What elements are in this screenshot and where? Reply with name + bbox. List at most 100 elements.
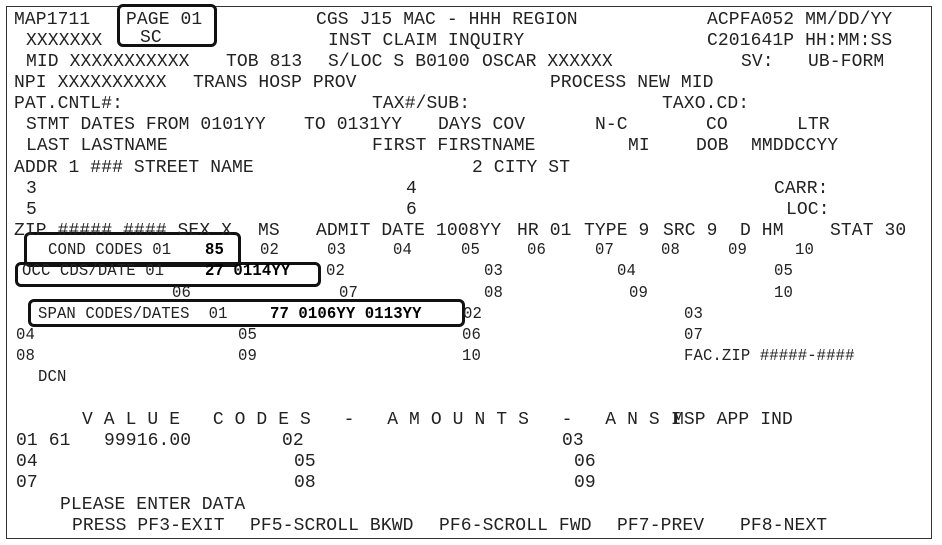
last-name: LAST LASTNAME: [26, 136, 168, 156]
mid-field: MID XXXXXXXXXXX: [26, 52, 190, 72]
span-codes-highlight-box: [28, 299, 465, 327]
occ-code-slot: 09: [629, 284, 648, 303]
span-code-slot: 09: [238, 347, 257, 366]
status-field: STAT 30: [830, 221, 907, 241]
pf8-next-key[interactable]: PF8-NEXT: [740, 516, 828, 536]
occ-code-01[interactable]: 27 0114YY: [205, 262, 291, 281]
span-code-slot: 08: [16, 347, 35, 366]
process-status: PROCESS NEW MID: [550, 73, 714, 93]
address-line-4: 4: [406, 179, 417, 199]
d-field: D HM: [740, 221, 784, 241]
occ-code-slot: 08: [484, 284, 503, 303]
span-code-slot: 06: [462, 326, 481, 345]
occ-code-slot: 06: [172, 284, 191, 303]
value-amount-01[interactable]: 99916.00: [104, 431, 192, 451]
span-code-slot: 03: [684, 305, 703, 324]
span-codes-label: SPAN CODES/DATES 01: [38, 305, 228, 324]
ms-field: MS: [258, 221, 280, 241]
loc-label: LOC:: [786, 200, 830, 220]
npi-field: NPI XXXXXXXXXX: [14, 73, 167, 93]
cond-code-slot: 03: [327, 241, 346, 260]
value-code-slot: 06: [574, 452, 596, 472]
address-line-5: 5: [26, 200, 37, 220]
page-highlight-box: [117, 4, 217, 47]
screen-title: INST CLAIM INQUIRY: [328, 31, 525, 51]
span-code-01[interactable]: 77 0106YY 0113YY: [270, 305, 422, 324]
page-number: PAGE 01: [126, 10, 203, 30]
dob-value: MMDDCCYY: [751, 136, 839, 156]
value-code-slot: 08: [294, 473, 316, 493]
occ-code-slot: 05: [774, 262, 793, 281]
days-cov: DAYS COV: [438, 115, 526, 135]
occ-code-slot: 03: [484, 262, 503, 281]
sv-value[interactable]: UB-FORM: [808, 52, 885, 72]
stmt-to: TO 0131YY: [304, 115, 403, 135]
tob-field: TOB 813: [226, 52, 303, 72]
terminal-time: C201641P HH:MM:SS: [707, 31, 893, 51]
cond-codes-highlight-box: [24, 232, 241, 267]
zip-sex: ZIP ##### #### SEX X: [14, 221, 233, 241]
value-code-slot: 09: [574, 473, 596, 493]
admit-date: ADMIT DATE 1008YY: [316, 221, 502, 241]
pf3-exit-key[interactable]: PRESS PF3-EXIT: [72, 516, 225, 536]
region-title: CGS J15 MAC - HHH REGION: [316, 10, 578, 30]
cond-code-slot: 04: [393, 241, 412, 260]
occ-code-slot: 02: [326, 262, 345, 281]
taxo-cd-label: TAXO.CD:: [662, 94, 750, 114]
pf5-scroll-back-key[interactable]: PF5-SCROLL BKWD: [250, 516, 414, 536]
occ-codes-label: OCC CDS/DATE 01: [22, 262, 165, 281]
span-code-slot: 05: [238, 326, 257, 345]
address-line-1: ADDR 1 ### STREET NAME: [14, 158, 254, 178]
address-line-6: 6: [406, 200, 417, 220]
dob-label: DOB: [696, 136, 729, 156]
value-code-slot: 07: [16, 473, 38, 493]
carr-label: CARR:: [774, 179, 829, 199]
value-code-slot: 02: [282, 431, 304, 451]
cond-code-slot: 07: [595, 241, 614, 260]
cond-code-slot: 02: [260, 241, 279, 260]
value-code-slot: 04: [16, 452, 38, 472]
admit-type: TYPE 9: [584, 221, 650, 241]
map-id: MAP1711: [14, 10, 91, 30]
sloc-field: S/LOC S B0100: [328, 52, 470, 72]
msp-app-ind: MSP APP IND: [673, 410, 793, 430]
cond-code-slot: 06: [527, 241, 546, 260]
cond-code-slot: 09: [728, 241, 747, 260]
occ-code-slot: 10: [774, 284, 793, 303]
span-code-slot: 02: [463, 305, 482, 324]
pf6-scroll-forward-key[interactable]: PF6-SCROLL FWD: [439, 516, 592, 536]
admit-source: SRC 9: [663, 221, 718, 241]
first-name: FIRST FIRSTNAME: [372, 136, 536, 156]
pat-cntl-label: PAT.CNTL#:: [14, 94, 124, 114]
non-covered: N-C: [595, 115, 628, 135]
user-id: XXXXXXX: [26, 31, 103, 51]
occ-code-slot: 04: [617, 262, 636, 281]
dcn-label: DCN: [38, 368, 67, 387]
status-message: PLEASE ENTER DATA: [60, 495, 246, 515]
sc-field: SC: [140, 28, 162, 48]
cond-code-slot: 10: [795, 241, 814, 260]
cond-code-slot: 05: [461, 241, 480, 260]
pf7-prev-key[interactable]: PF7-PREV: [617, 516, 705, 536]
span-code-slot: 04: [16, 326, 35, 345]
value-codes-title: V A L U E C O D E S - A M O U N T S - A …: [82, 410, 682, 430]
cond-codes-label: COND CODES 01: [48, 241, 172, 260]
stmt-from: STMT DATES FROM 0101YY: [26, 115, 266, 135]
occ-code-slot: 07: [339, 284, 358, 303]
terminal-frame: [6, 6, 932, 539]
value-code-slot: 03: [562, 431, 584, 451]
address-line-2: 2 CITY ST: [472, 158, 571, 178]
facility-zip: FAC.ZIP #####-####: [684, 347, 855, 366]
co-field: CO: [706, 115, 728, 135]
provider-type: TRANS HOSP PROV: [193, 73, 357, 93]
admit-hour: HR 01: [517, 221, 572, 241]
cond-code-01[interactable]: 85: [205, 241, 224, 260]
occ-codes-highlight-box: [15, 262, 321, 287]
middle-initial: MI: [628, 136, 650, 156]
value-code-01[interactable]: 01 61: [16, 431, 71, 451]
ltr-field: LTR: [797, 115, 830, 135]
span-code-slot: 10: [462, 347, 481, 366]
span-code-slot: 07: [684, 326, 703, 345]
cond-code-slot: 08: [661, 241, 680, 260]
